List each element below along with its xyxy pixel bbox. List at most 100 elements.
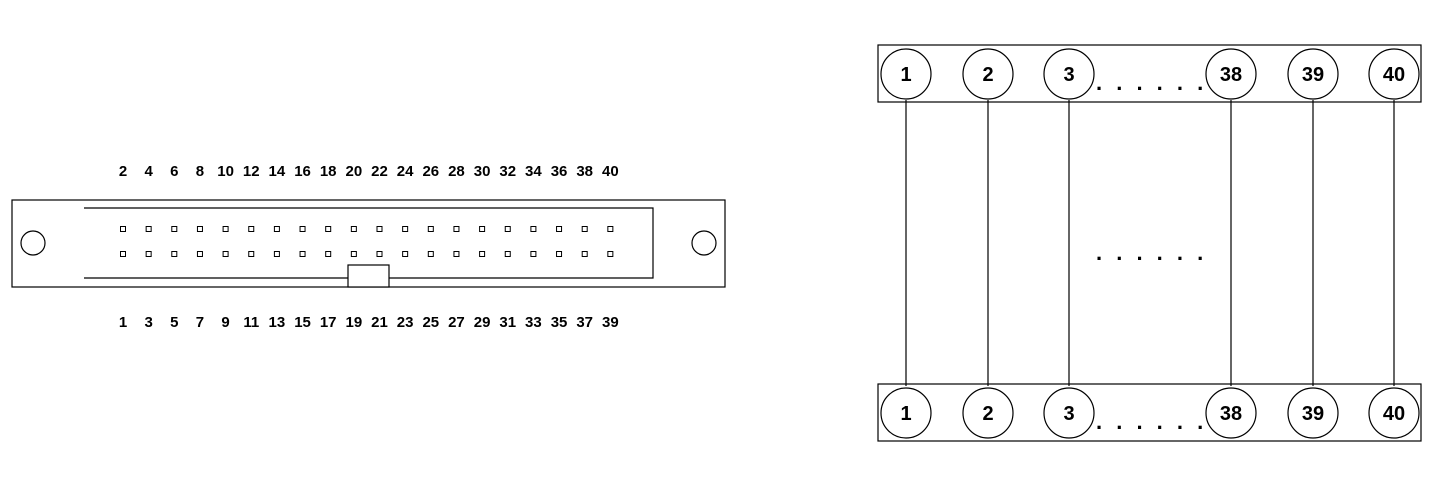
pin-16 xyxy=(299,226,306,232)
pin-label-21: 21 xyxy=(371,314,388,331)
pin-label-19: 19 xyxy=(346,314,363,331)
top-pin-label-3: 3 xyxy=(1063,64,1074,86)
top-pin-circle-38 xyxy=(1205,48,1257,100)
bottom-pin-label-40: 40 xyxy=(1383,403,1405,425)
pin-1 xyxy=(120,251,126,257)
pin-label-18: 18 xyxy=(320,163,337,180)
pin-18 xyxy=(325,226,332,232)
pin-23 xyxy=(402,251,409,257)
pin-12 xyxy=(248,226,255,232)
pin-28 xyxy=(453,226,460,232)
pin-label-13: 13 xyxy=(269,314,286,331)
pin-22 xyxy=(376,226,383,232)
pin-label-34: 34 xyxy=(525,163,542,180)
pin-label-9: 9 xyxy=(221,314,229,331)
pin-label-35: 35 xyxy=(551,314,568,331)
bottom-pin-circle-40 xyxy=(1368,387,1420,439)
pin-7 xyxy=(196,251,203,257)
bottom-pin-circle-3 xyxy=(1043,387,1095,439)
pin-label-23: 23 xyxy=(397,314,414,331)
pin-label-1: 1 xyxy=(119,314,127,331)
pin-33 xyxy=(530,251,537,257)
pin-25 xyxy=(427,251,434,257)
pin-label-16: 16 xyxy=(294,163,311,180)
bottom-pin-label-1: 1 xyxy=(900,403,911,425)
top-pin-label-38: 38 xyxy=(1220,64,1242,86)
pin-39 xyxy=(607,251,614,257)
pin-21 xyxy=(376,251,383,257)
top-pin-label-39: 39 xyxy=(1302,64,1324,86)
top-pin-circle-3 xyxy=(1043,48,1095,100)
pin-20 xyxy=(350,226,357,232)
bottom-pin-label-39: 39 xyxy=(1302,403,1324,425)
pin-24 xyxy=(402,226,409,232)
bottom-pin-label-3: 3 xyxy=(1063,403,1074,425)
top-pin-label-2: 2 xyxy=(982,64,993,86)
pin-label-26: 26 xyxy=(422,163,439,180)
pin-label-14: 14 xyxy=(269,163,286,180)
pin-label-38: 38 xyxy=(576,163,593,180)
pin-label-6: 6 xyxy=(170,163,178,180)
bottom-pin-circle-1 xyxy=(880,387,932,439)
pin-label-33: 33 xyxy=(525,314,542,331)
bottom-pin-circle-39 xyxy=(1287,387,1339,439)
pin-label-12: 12 xyxy=(243,163,260,180)
pin-label-17: 17 xyxy=(320,314,337,331)
top-pin-label-1: 1 xyxy=(900,64,911,86)
pin-37 xyxy=(581,251,588,257)
pin-27 xyxy=(453,251,460,257)
pin-label-22: 22 xyxy=(371,163,388,180)
top-pin-circle-40 xyxy=(1368,48,1420,100)
bottom-pin-circle-38 xyxy=(1205,387,1257,439)
pin-14 xyxy=(273,226,280,232)
pin-9 xyxy=(222,251,229,257)
pin-label-11: 11 xyxy=(243,314,259,331)
pin-32 xyxy=(504,226,511,232)
pin-38 xyxy=(581,226,588,232)
pin-5 xyxy=(171,251,178,257)
bottom-pin-label-38: 38 xyxy=(1220,403,1242,425)
top-pin-circle-39 xyxy=(1287,48,1339,100)
pin-11 xyxy=(248,251,255,257)
pin-label-15: 15 xyxy=(294,314,311,331)
pin-31 xyxy=(504,251,511,257)
pin-label-2: 2 xyxy=(119,163,127,180)
pin-label-27: 27 xyxy=(448,314,465,331)
pin-15 xyxy=(299,251,306,257)
pin-36 xyxy=(556,226,563,232)
pin-label-30: 30 xyxy=(474,163,491,180)
pin-label-8: 8 xyxy=(196,163,204,180)
pin-40 xyxy=(607,226,614,232)
bottom-pin-circle-2 xyxy=(962,387,1014,439)
pin-label-24: 24 xyxy=(397,163,414,180)
connector-inner-shroud xyxy=(84,207,654,279)
pin-10 xyxy=(222,226,229,232)
pin-6 xyxy=(171,226,178,232)
top-connector-strip xyxy=(877,44,1422,103)
ellipsis-bottom: . . . . . . xyxy=(1096,409,1207,434)
pin-3 xyxy=(145,251,152,257)
pin-label-7: 7 xyxy=(196,314,204,331)
pin-label-4: 4 xyxy=(144,163,153,180)
pin-row-even xyxy=(120,226,614,232)
bottom-connector-strip xyxy=(877,383,1422,442)
wires xyxy=(905,100,1395,386)
ellipsis-middle: . . . . . . xyxy=(1096,240,1207,265)
pin-35 xyxy=(556,251,563,257)
pin-label-40: 40 xyxy=(602,163,619,180)
pin-8 xyxy=(196,226,203,232)
pin-label-31: 31 xyxy=(499,314,516,331)
pin-29 xyxy=(479,251,486,257)
pin-17 xyxy=(325,251,332,257)
top-pin-circle-2 xyxy=(962,48,1014,100)
polarization-key xyxy=(347,264,390,288)
pin-label-32: 32 xyxy=(499,163,516,180)
pin-26 xyxy=(427,226,434,232)
pin-label-10: 10 xyxy=(217,163,234,180)
